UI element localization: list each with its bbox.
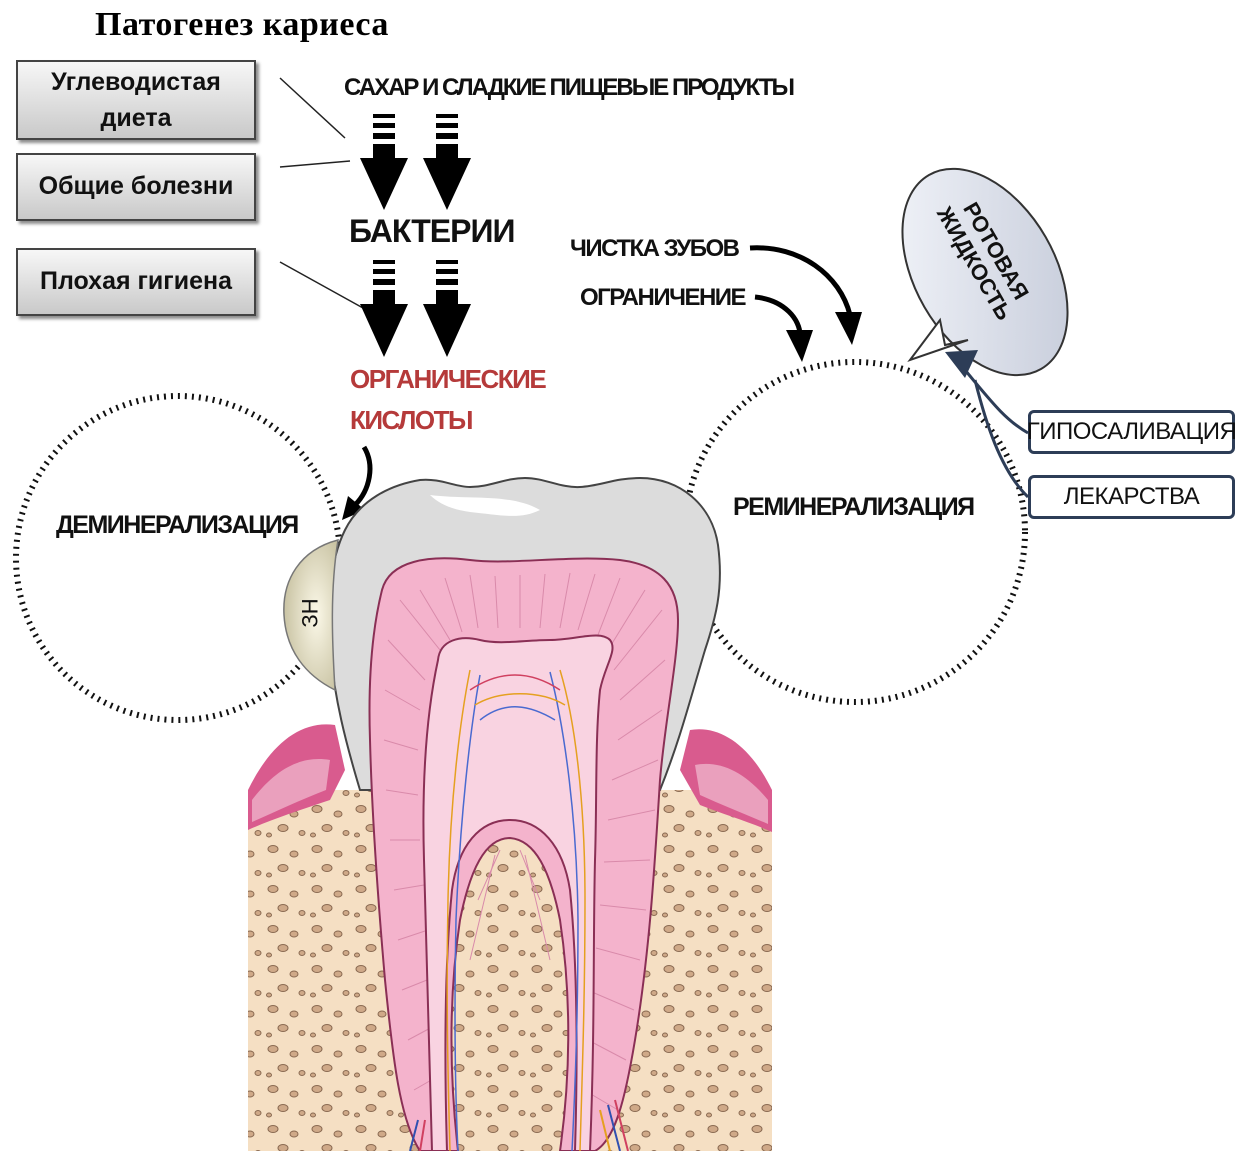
connector-diseases <box>280 161 350 167</box>
arrow-hyposalivation <box>965 370 1028 433</box>
medicines-label: ЛЕКАРСТВА <box>1064 483 1199 511</box>
label-lesion: ЗН <box>298 598 324 627</box>
arrows-sugar-to-bacteria <box>360 114 471 210</box>
label-acids-line1: ОРГАНИЧЕСКИЕ <box>350 364 545 395</box>
arrows-bacteria-to-acids <box>360 260 471 357</box>
remineralization-circle <box>685 362 1025 702</box>
label-brushing: ЧИСТКА ЗУБОВ <box>570 235 738 263</box>
label-demineralization: ДЕМИНЕРАЛИЗАЦИЯ <box>56 511 298 540</box>
arrow-restriction <box>755 297 800 335</box>
arrow-acids-to-demin <box>355 447 370 505</box>
label-restriction: ОГРАНИЧЕНИЕ <box>580 284 745 312</box>
bone <box>248 790 772 1151</box>
connector-hygiene <box>280 262 363 308</box>
label-remineralization: РЕМИНЕРАЛИЗАЦИЯ <box>733 493 974 522</box>
medicines-box: ЛЕКАРСТВА <box>1028 475 1235 519</box>
demineralization-circle <box>16 396 340 720</box>
hyposalivation-box: ГИПОСАЛИВАЦИЯ <box>1028 410 1235 454</box>
connector-diet <box>280 78 345 138</box>
arrow-brushing <box>750 248 850 315</box>
label-sugar: САХАР И СЛАДКИЕ ПИЩЕВЫЕ ПРОДУКТЫ <box>344 74 793 102</box>
hyposalivation-label: ГИПОСАЛИВАЦИЯ <box>1027 418 1237 446</box>
label-acids-line2: КИСЛОТЫ <box>350 405 472 436</box>
label-bacteria: БАКТЕРИИ <box>349 213 514 250</box>
arrow-medicines <box>975 380 1028 497</box>
